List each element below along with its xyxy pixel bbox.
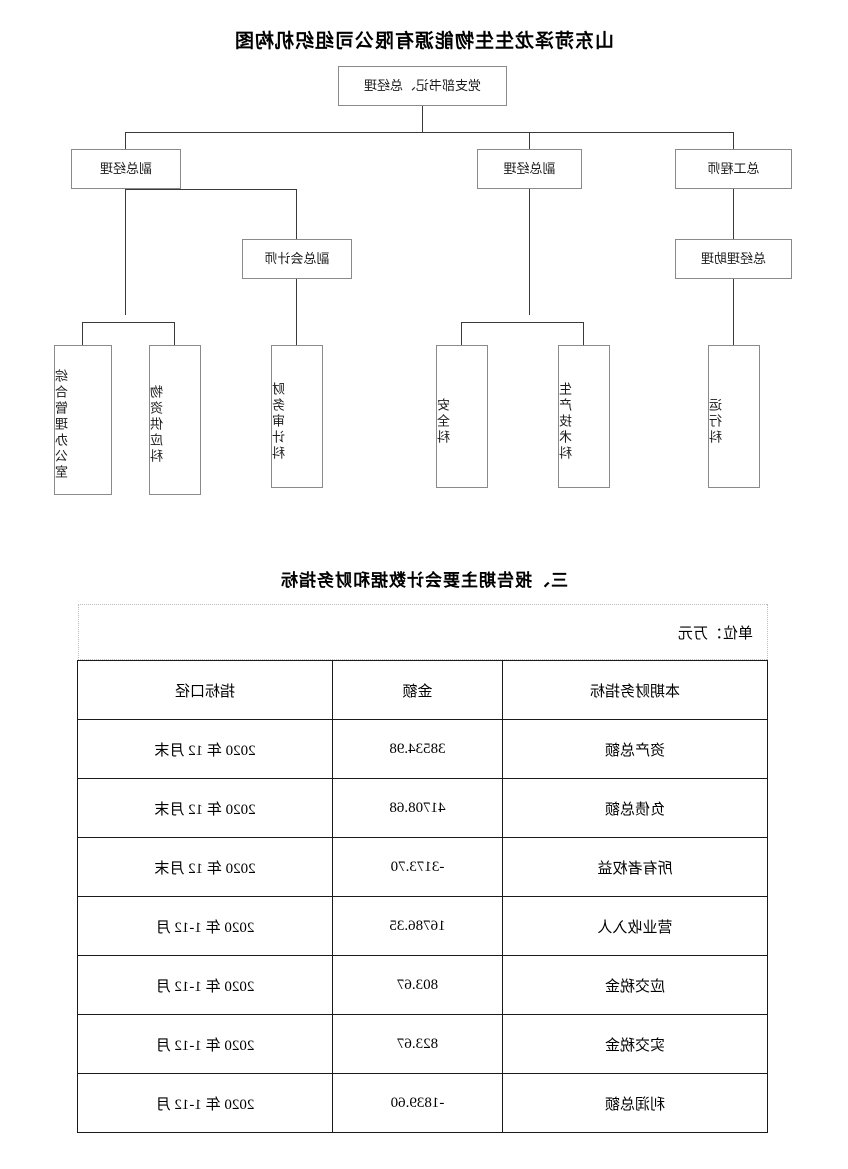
connector-line	[421, 106, 423, 132]
table-header-row: 本期财务指标 金额 指标口径	[77, 660, 768, 720]
connector-line	[124, 189, 126, 315]
cell-metric: 资产总额	[502, 719, 768, 779]
org-node-label: 副总经理	[503, 160, 556, 176]
column-header-caliber: 指标口径	[77, 660, 333, 720]
connector-line	[124, 132, 126, 149]
org-node-deputy-chief-accountant: 副总会计师	[242, 239, 352, 279]
cell-caliber: 2020 年 12 月末	[77, 719, 333, 779]
cell-metric: 所有者权益	[502, 837, 768, 897]
connector-line	[173, 322, 175, 345]
cell-caliber: 2020 年 1-12 月	[77, 1073, 333, 1133]
column-header-metric: 本期财务指标	[502, 660, 768, 720]
cell-metric: 实交税金	[502, 1014, 768, 1074]
org-node-chief-engineer: 总工程师	[675, 149, 792, 189]
connector-line	[126, 132, 734, 134]
connector-line	[83, 322, 175, 324]
org-node-deputy-gm-2: 副总经理	[71, 149, 181, 189]
cell-metric: 应交税金	[502, 955, 768, 1015]
org-node-label: 运行科	[709, 397, 724, 446]
cell-amount: 823.67	[332, 1014, 503, 1074]
org-node-dept-safety: 安全科	[436, 345, 488, 488]
cell-caliber: 2020 年 1-12 月	[77, 955, 333, 1015]
org-node-general-manager: 党支部书记、总经理	[338, 66, 507, 106]
org-node-dept-general-admin-office: 综合管理办公室	[54, 345, 112, 495]
connector-line	[732, 132, 734, 149]
cell-metric: 营业收入人	[502, 896, 768, 956]
section-heading: 三、报告期主要会计数据和财务指标	[280, 571, 568, 590]
org-node-label: 生产技术科	[559, 381, 574, 462]
cell-amount: 41708.68	[332, 778, 503, 838]
connector-line	[295, 279, 297, 315]
org-node-label: 物资供应科	[150, 385, 165, 465]
org-node-dept-finance-audit: 财务审计科	[271, 345, 323, 488]
org-node-label: 总经理助理	[701, 250, 767, 266]
org-node-dept-operations: 运行科	[708, 345, 760, 488]
org-node-label: 总工程师	[707, 160, 760, 176]
org-node-label: 副总会计师	[264, 250, 330, 266]
connector-line	[732, 189, 734, 239]
cell-caliber: 2020 年 12 月末	[77, 837, 333, 897]
org-node-deputy-gm-1: 副总经理	[477, 149, 582, 189]
unit-label: 单位：万元	[677, 625, 753, 642]
org-node-dept-production-tech: 生产技术科	[558, 345, 610, 488]
connector-line	[732, 279, 734, 345]
cell-metric: 利润总额	[502, 1073, 768, 1133]
org-chart-title: 山东菏泽龙生生物能源有限公司组织机构图	[234, 31, 615, 52]
org-node-label: 党支部书记、总经理	[364, 77, 482, 93]
cell-caliber: 2020 年 1-12 月	[77, 1014, 333, 1074]
connector-line	[126, 189, 297, 191]
org-node-label: 财务审计科	[272, 381, 287, 462]
column-header-amount: 金额	[332, 660, 503, 720]
cell-amount: -3173.70	[332, 837, 503, 897]
connector-line	[582, 322, 584, 345]
cell-amount: 16786.35	[332, 896, 503, 956]
table-unit-note: 单位：万元	[78, 604, 768, 660]
cell-metric: 负债总额	[502, 778, 768, 838]
connector-line	[528, 132, 530, 149]
org-node-label: 综合管理办公室	[55, 369, 70, 481]
cell-amount: 803.67	[332, 955, 503, 1015]
org-node-label: 副总经理	[100, 160, 153, 176]
connector-line	[295, 189, 297, 239]
cell-caliber: 2020 年 12 月末	[77, 778, 333, 838]
cell-caliber: 2020 年 1-12 月	[77, 896, 333, 956]
connector-line	[462, 322, 584, 324]
connector-line	[81, 322, 83, 345]
org-node-label: 安全科	[437, 397, 452, 446]
connector-line	[460, 322, 462, 345]
org-node-gm-assistant: 总经理助理	[675, 239, 792, 279]
connector-line	[295, 315, 297, 345]
cell-amount: 38534.98	[332, 719, 503, 779]
org-node-dept-materials-supply: 物资供应科	[149, 345, 201, 495]
connector-line	[528, 189, 530, 315]
cell-amount: -1839.60	[332, 1073, 503, 1133]
